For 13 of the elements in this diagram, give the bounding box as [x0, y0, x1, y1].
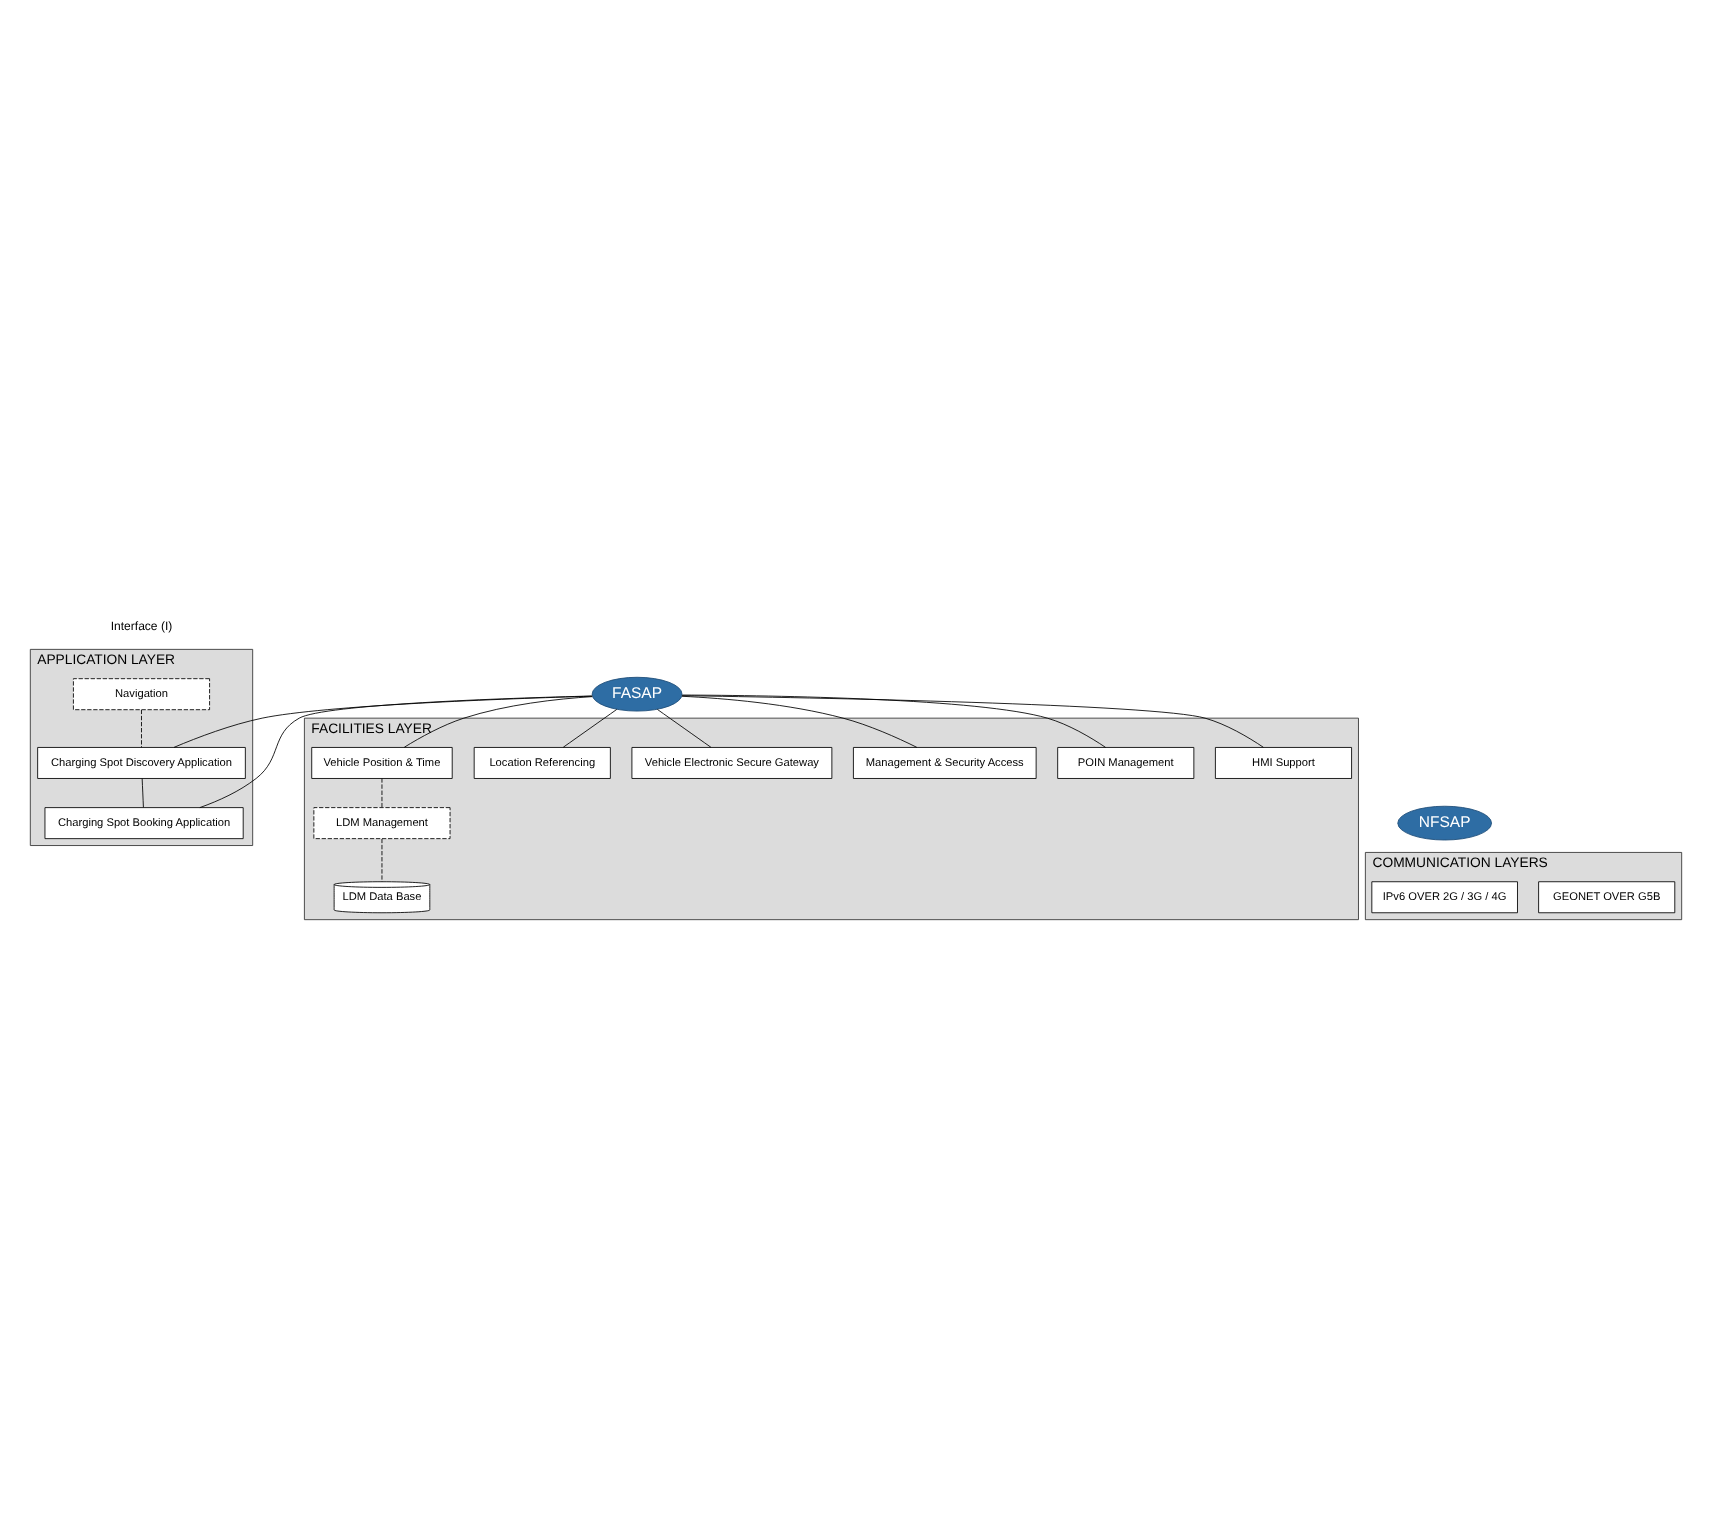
- connector: [141, 778, 144, 808]
- connector: [381, 778, 383, 808]
- connector: [141, 709, 142, 748]
- connector: [681, 695, 1264, 748]
- node-ellipse: NFSAP: [1397, 805, 1492, 841]
- connector: [173, 695, 593, 748]
- node-ellipse: FASAP: [591, 676, 683, 712]
- connector: [381, 838, 383, 883]
- connector: [403, 696, 593, 748]
- connector: [681, 694, 1107, 748]
- connector: [562, 709, 618, 748]
- connector: [681, 695, 918, 748]
- connector: [657, 709, 712, 748]
